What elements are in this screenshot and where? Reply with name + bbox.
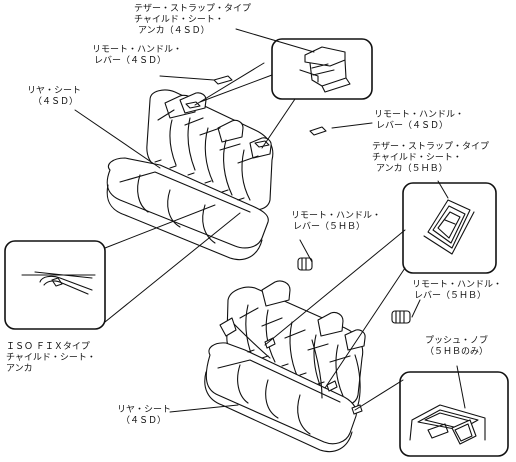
rear-seat-4sd-upper-drawing [106, 89, 274, 261]
rear-seat-5hb-lower-drawing [204, 280, 366, 453]
label-rear-seat-4sd-b: リヤ・シート （４ＳＤ） [117, 405, 172, 426]
label-remote-handle-lever-5hb-a: リモート・ハンドル・ レバー（５ＨＢ） [291, 211, 382, 232]
label-tether-strap-anchor-5hb: テザー・ストラップ・タイプ チャイルド・シート・ アンカ（５ＨＢ） [372, 142, 490, 174]
push-knob-detail [399, 371, 509, 457]
label-push-knob: プッシュ・ノブ （５ＨＢのみ） [425, 336, 489, 357]
label-rear-seat-4sd-a: リヤ・シート （４ＳＤ） [27, 86, 82, 107]
label-isofix-anchor: ＩＳＯ ＦＩＸタイプ チャイルド・シート・ アンカ [6, 342, 96, 374]
label-remote-handle-lever-5hb-b: リモート・ハンドル・ レバー（５ＨＢ） [412, 280, 503, 301]
label-remote-handle-lever-4sd-b: リモート・ハンドル・ レバー（４ＳＤ） [374, 110, 465, 131]
isofix-anchor-detail [4, 240, 106, 330]
remote-handle-lever-4sd-part-b [309, 126, 327, 136]
remote-handle-lever-5hb-part-b [391, 310, 411, 324]
tether-anchor-5hb-detail [402, 182, 497, 274]
remote-handle-lever-4sd-part-a [213, 75, 233, 85]
leader-lines [74, 28, 466, 413]
remote-handle-lever-5hb-part-a [297, 257, 313, 271]
tether-anchor-4sd-detail [271, 38, 373, 100]
label-remote-handle-lever-4sd-a: リモート・ハンドル・ レバー（４ＳＤ） [92, 45, 183, 66]
label-tether-strap-anchor-4sd: テザー・ストラップ・タイプ チャイルド・シート・ アンカ（４ＳＤ） [134, 4, 252, 36]
